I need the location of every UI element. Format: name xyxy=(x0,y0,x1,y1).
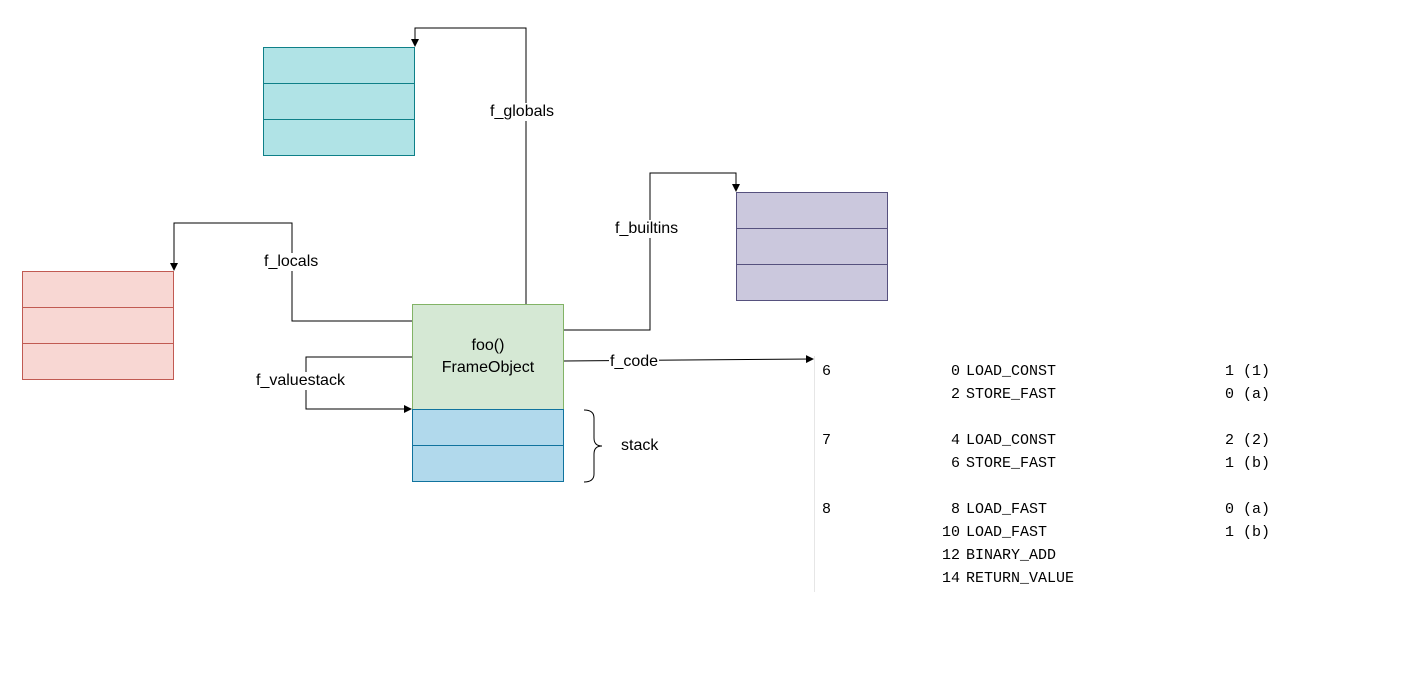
bytecode-offset: 14 xyxy=(941,570,960,587)
bytecode-offset: 8 xyxy=(950,501,960,518)
opcode-name: LOAD_CONST xyxy=(966,363,1057,380)
f-globals-connector xyxy=(411,27,527,304)
source-line-number: 6 xyxy=(822,363,832,380)
opcode-name: LOAD_FAST xyxy=(966,501,1048,518)
bytecode-offset: 6 xyxy=(950,455,960,472)
opcode-name: RETURN_VALUE xyxy=(966,570,1075,587)
bytecode-row: 6 STORE_FAST 1 (b) xyxy=(815,454,1295,474)
opcode-argument: 1 (b) xyxy=(1225,455,1271,472)
stack-label: stack xyxy=(620,437,660,455)
opcode-argument: 0 (a) xyxy=(1225,501,1271,518)
opcode-name: BINARY_ADD xyxy=(966,547,1057,564)
source-line-number: 7 xyxy=(822,432,832,449)
bytecode-row: 12 BINARY_ADD xyxy=(815,546,1295,566)
bytecode-offset: 0 xyxy=(950,363,960,380)
opcode-name: LOAD_CONST xyxy=(966,432,1057,449)
globals-slot xyxy=(263,83,415,120)
opcode-name: LOAD_FAST xyxy=(966,524,1048,541)
opcode-argument: 0 (a) xyxy=(1225,386,1271,403)
globals-slot xyxy=(263,119,415,156)
bytecode-row: 14 RETURN_VALUE xyxy=(815,569,1295,589)
f-globals-label: f_globals xyxy=(489,103,556,121)
bytecode-offset: 4 xyxy=(950,432,960,449)
f-locals-connector xyxy=(170,222,412,322)
stack-brace xyxy=(583,409,603,483)
globals-slot xyxy=(263,47,415,84)
opcode-argument: 1 (b) xyxy=(1225,524,1271,541)
stack-slot xyxy=(412,445,564,482)
f-code-label: f_code xyxy=(609,353,660,371)
builtins-slot xyxy=(736,192,888,229)
bytecode-row: 10 LOAD_FAST 1 (b) xyxy=(815,523,1295,543)
opcode-argument: 1 (1) xyxy=(1225,363,1271,380)
locals-slot xyxy=(22,307,174,344)
builtins-slot xyxy=(736,228,888,265)
frame-object-box: foo() FrameObject xyxy=(412,304,564,410)
opcode-argument: 2 (2) xyxy=(1225,432,1271,449)
bytecode-row: 7 4 LOAD_CONST 2 (2) xyxy=(815,431,1295,451)
f-builtins-label: f_builtins xyxy=(614,220,680,238)
f-code-connector xyxy=(563,355,814,364)
locals-slot xyxy=(22,343,174,380)
f-builtins-connector xyxy=(564,172,740,331)
bytecode-row: 2 STORE_FAST 0 (a) xyxy=(815,385,1295,405)
locals-slot xyxy=(22,271,174,308)
f-valuestack-label: f_valuestack xyxy=(255,372,346,390)
source-line-number: 8 xyxy=(822,501,832,518)
bytecode-row: 6 0 LOAD_CONST 1 (1) xyxy=(815,362,1295,382)
bytecode-offset: 2 xyxy=(950,386,960,403)
bytecode-offset: 12 xyxy=(941,547,960,564)
f-locals-label: f_locals xyxy=(263,253,320,271)
bytecode-offset: 10 xyxy=(941,524,960,541)
bytecode-row: 8 8 LOAD_FAST 0 (a) xyxy=(815,500,1295,520)
opcode-name: STORE_FAST xyxy=(966,455,1057,472)
builtins-slot xyxy=(736,264,888,301)
frame-type-name: FrameObject xyxy=(441,359,535,376)
opcode-name: STORE_FAST xyxy=(966,386,1057,403)
stack-slot xyxy=(412,409,564,446)
frame-function-name: foo() xyxy=(471,337,505,354)
